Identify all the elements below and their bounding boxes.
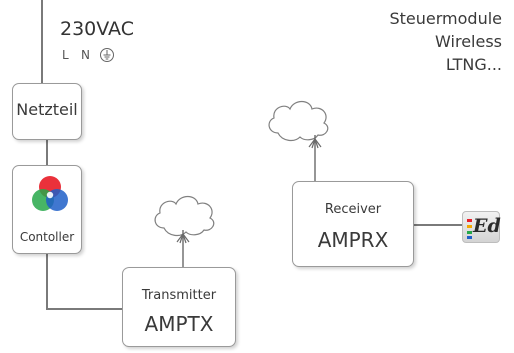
mains-wire [41,0,43,84]
terminal-l: L [62,48,69,62]
transmitter-model: AMPTX [144,312,214,336]
controller-to-transmitter-wire [46,308,122,310]
receiver-box: Receiver AMPRX [292,181,414,267]
supply-voltage: 230VAC [60,18,134,40]
psu-to-controller-wire [46,140,48,165]
controller-box: Contoller [12,165,82,254]
terminal-n: N [81,48,90,62]
transmitter-label: Transmitter [141,288,217,303]
controller-down-wire [46,254,48,310]
ed-logo-icon: Ed [462,211,501,243]
receiver-model: AMPRX [317,228,389,252]
ed-logo-mark [467,219,472,239]
power-supply-box: Netzteil [12,83,82,140]
receiver-to-logo-wire [414,224,462,226]
title-line-2: Wireless [435,32,502,51]
controller-label: Contoller [19,230,75,244]
rgb-color-circles-icon [32,176,68,211]
power-supply-label: Netzteil [16,100,78,119]
cloud-antenna-icon [268,100,329,181]
ed-logo-text: Ed [473,215,501,237]
transmitter-box: Transmitter AMPTX [122,267,236,347]
cloud-antenna-icon [154,195,215,268]
title-line-1: Steuermodule [389,9,502,28]
receiver-label: Receiver [324,202,382,217]
title-line-3: LTNG... [445,55,502,74]
earth-ground-icon [100,48,114,62]
